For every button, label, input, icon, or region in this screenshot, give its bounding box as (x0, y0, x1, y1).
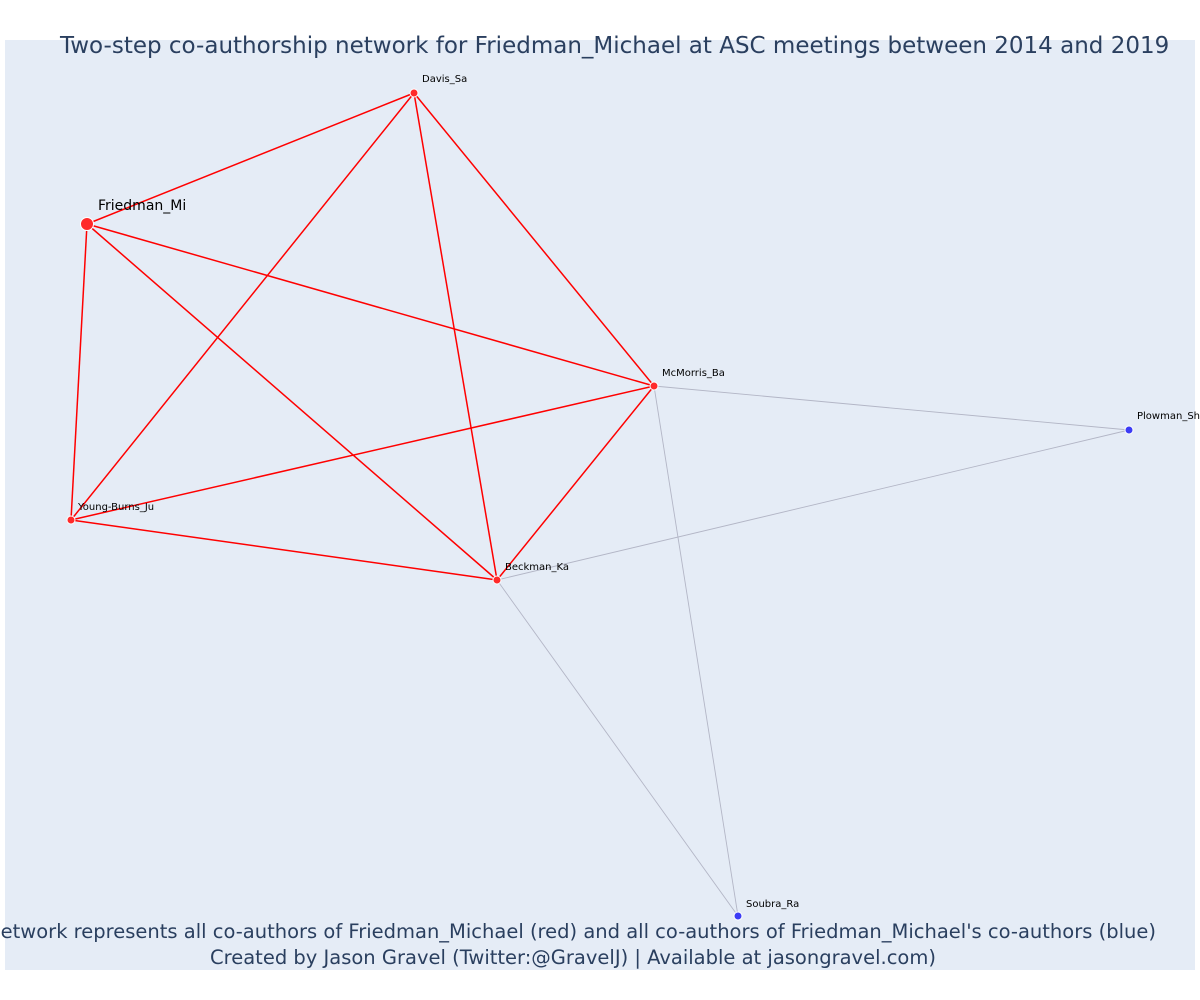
edge-mcmorris_ba-young-burns_ju (70, 385, 655, 521)
edge-mcmorris_ba-beckman_ka (496, 385, 655, 581)
node-label-young-burns_ju: Young-Burns_Ju (77, 502, 154, 513)
edge-friedman_mi-beckman_ka (86, 223, 498, 581)
edge-mcmorris_ba-plowman_sh (653, 385, 1130, 431)
node-mcmorris_ba[interactable] (649, 381, 659, 391)
edge-davis_sa-mcmorris_ba (413, 92, 655, 387)
nodes-layer (66, 88, 1134, 921)
node-young-burns_ju[interactable] (66, 515, 76, 525)
edge-friedman_mi-mcmorris_ba (86, 223, 655, 387)
edge-beckman_ka-soubra_ra (496, 579, 739, 917)
edge-young-burns_ju-beckman_ka (70, 519, 498, 581)
node-label-mcmorris_ba: McMorris_Ba (662, 368, 725, 379)
node-label-soubra_ra: Soubra_Ra (746, 899, 799, 910)
diagram-title: Two-step co-authorship network for Fried… (59, 33, 1169, 59)
footer-credit-line-2: Created by Jason Gravel (Twitter:@Gravel… (210, 946, 936, 969)
node-label-davis_sa: Davis_Sa (422, 74, 467, 85)
edge-mcmorris_ba-soubra_ra (653, 385, 739, 917)
edge-friedman_mi-young-burns_ju (70, 223, 88, 521)
edge-friedman_mi-davis_sa (86, 92, 415, 225)
node-soubra_ra[interactable] (733, 911, 743, 921)
edge-davis_sa-beckman_ka (413, 92, 498, 581)
node-davis_sa[interactable] (409, 88, 419, 98)
node-label-plowman_sh: Plowman_Sh (1137, 411, 1200, 422)
node-label-beckman_ka: Beckman_Ka (505, 562, 569, 573)
edge-davis_sa-young-burns_ju (70, 92, 415, 521)
node-beckman_ka[interactable] (492, 575, 502, 585)
plot-background (5, 40, 1195, 970)
node-friedman_mi[interactable] (80, 217, 94, 231)
node-label-friedman_mi: Friedman_Mi (98, 198, 186, 214)
footer-caption-line-1: Network represents all co-authors of Fri… (0, 920, 1156, 943)
edges-layer (70, 92, 1130, 917)
edge-beckman_ka-plowman_sh (496, 429, 1130, 581)
node-plowman_sh[interactable] (1124, 425, 1134, 435)
labels-layer: Friedman_Mi Davis_SaMcMorris_BaYoung-Burn… (77, 74, 1200, 910)
